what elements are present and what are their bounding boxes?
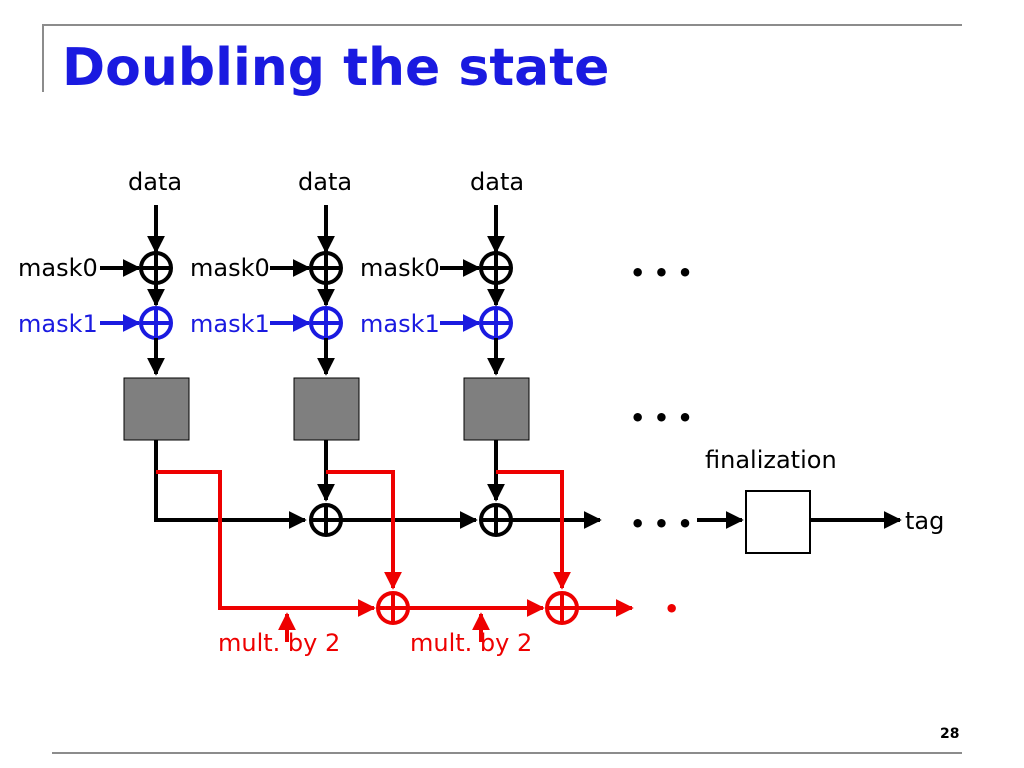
- finalization-label: finalization: [705, 446, 837, 474]
- xor-red-2: [376, 591, 410, 625]
- xor-mask0-1: [139, 251, 173, 285]
- column-3: data mask0 mask1: [360, 168, 530, 441]
- data-label-3: data: [470, 168, 524, 196]
- black-accumulator-path: [154, 440, 602, 537]
- column-1: data mask0 mask1: [18, 168, 190, 441]
- data-label-2: data: [298, 168, 352, 196]
- page-title: Doubling the state: [62, 38, 610, 98]
- mask0-label-1: mask0: [18, 254, 98, 282]
- xor-red-3: [545, 591, 579, 625]
- xor-mask0-2: [309, 251, 343, 285]
- mask1-label-1: mask1: [18, 310, 98, 338]
- ellipsis-row-accum: • • •: [630, 510, 693, 538]
- ellipsis-row-blocks: • • •: [630, 404, 693, 432]
- block-2: [293, 377, 360, 441]
- xor-mask1-1: [139, 306, 173, 340]
- xor-mask0-3: [479, 251, 513, 285]
- finalization-box: [745, 490, 811, 554]
- mask1-label-2: mask1: [190, 310, 270, 338]
- block-3: [463, 377, 530, 441]
- ellipsis-row-mask: • • •: [630, 259, 693, 287]
- mult-label-2: mult. by 2: [410, 629, 532, 657]
- mask1-label-3: mask1: [360, 310, 440, 338]
- xor-accum-2: [309, 503, 343, 537]
- slide-frame-left: [42, 24, 44, 92]
- data-label-1: data: [128, 168, 182, 196]
- slide-frame-top: [42, 24, 962, 26]
- block-1: [123, 377, 190, 441]
- xor-accum-3: [479, 503, 513, 537]
- page-number: 28: [940, 726, 960, 742]
- xor-mask1-2: [309, 306, 343, 340]
- slide-frame-bottom: [52, 752, 962, 754]
- mult-label-1: mult. by 2: [218, 629, 340, 657]
- xor-mask1-3: [479, 306, 513, 340]
- column-2: data mask0 mask1: [190, 168, 360, 441]
- mask0-label-2: mask0: [190, 254, 270, 282]
- red-dot: •: [664, 595, 679, 623]
- mask0-label-3: mask0: [360, 254, 440, 282]
- tag-label: tag: [905, 507, 944, 535]
- red-doubling-path: [156, 470, 634, 642]
